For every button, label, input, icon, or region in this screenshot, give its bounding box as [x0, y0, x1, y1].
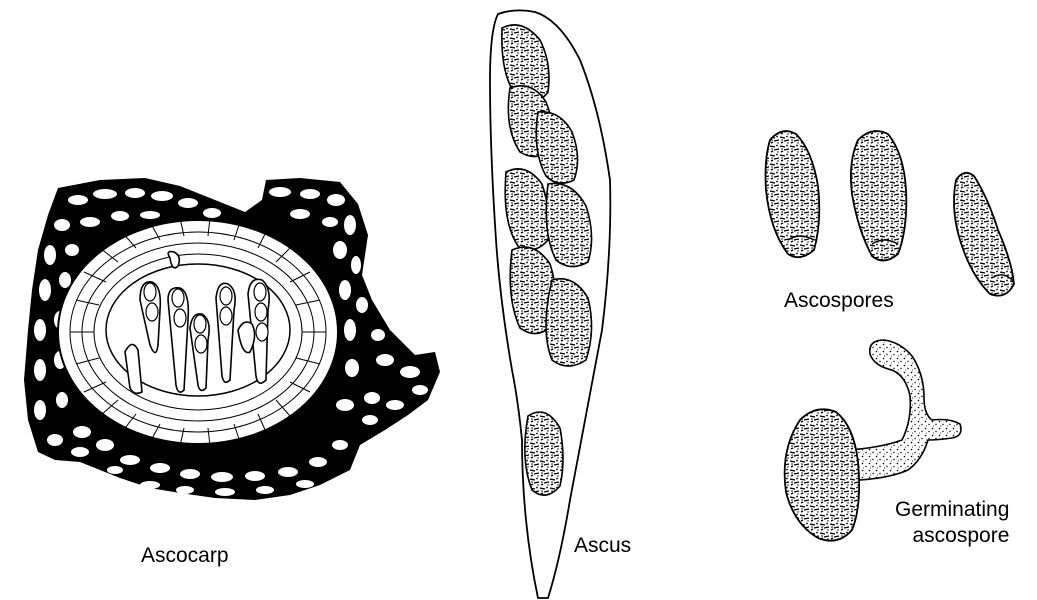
ascocarp-label: Ascocarp	[141, 543, 229, 569]
ascospore-1	[766, 131, 820, 257]
germ-tube	[848, 340, 961, 480]
germinating-spore-body	[785, 409, 860, 540]
ascospores-figure	[766, 131, 1015, 296]
ascospore-3	[954, 173, 1014, 296]
ascospores-label: Ascospores	[784, 288, 894, 314]
ascus-figure	[490, 10, 610, 598]
germinating-label-line2: ascospore	[895, 523, 1009, 549]
germinating-label-line1: Germinating	[895, 497, 1009, 523]
germinating-ascospore-label: Germinating ascospore	[895, 497, 1009, 550]
ascus-label: Ascus	[574, 533, 631, 559]
ascospore-2	[851, 131, 906, 260]
ascocarp-figure	[24, 178, 440, 500]
